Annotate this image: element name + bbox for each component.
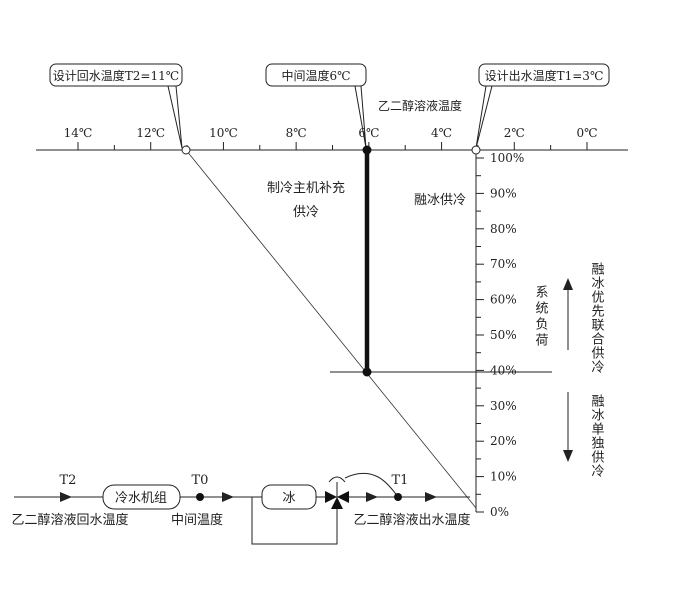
diagonal-load-line (185, 149, 477, 509)
ice-supply-region-label: 融冰供冷 (414, 193, 466, 208)
ice-box (261, 484, 317, 510)
load-tick-label: 60% (490, 293, 517, 307)
valve-icon (331, 497, 343, 509)
valve-icon (325, 491, 337, 503)
callout-mid-temp: 中间温度6℃ (265, 63, 367, 149)
callout-return-temp-text: 设计回水温度T2=11℃ (53, 68, 179, 83)
flow-schematic: T2 T0 T1 冷水机组 冰 乙二醇溶液回水温度 中间温度 乙二醇溶液出水温度 (11, 472, 471, 545)
flow-arrow-icon (425, 492, 437, 502)
temp-tick-label: 12℃ (136, 126, 165, 140)
mid-temp-label: 中间温度 (171, 512, 223, 528)
down-arrow-icon (563, 450, 573, 462)
t0-label: T0 (192, 473, 209, 488)
control-signal-line (344, 472, 399, 498)
ice-label: 冰 (282, 491, 295, 506)
supply-temp-point (471, 145, 481, 155)
ice-only-label: 融冰单独供冷 (589, 394, 605, 478)
ice-priority-label: 融冰优先联合供冷 (589, 262, 605, 374)
load-axis-ticks: 100% 90% 80% 70% 60% 50% 40% 30% 20% 10% 0% (476, 151, 524, 519)
load-tick-label: 70% (490, 257, 517, 271)
callout-return-temp: 设计回水温度T2=11℃ (49, 63, 183, 149)
mid-temp-top-dot (362, 145, 372, 155)
flow-arrow-icon (366, 492, 378, 502)
load-tick-label: 40% (490, 363, 517, 377)
chiller-region-label-2: 供冷 (293, 205, 319, 220)
load-axis-title: 系统负荷 (533, 285, 549, 349)
temp-tick-label: 2℃ (504, 126, 525, 140)
temp-axis-title: 乙二醇溶液温度 (378, 98, 462, 113)
chiller-region-label-1: 制冷主机补充 (267, 180, 345, 196)
return-water-label: 乙二醇溶液回水温度 (11, 512, 128, 528)
flow-arrow-icon (60, 492, 72, 502)
chiller-box (102, 484, 181, 510)
callout-supply-temp: 设计出水温度T1=3℃ (475, 63, 610, 149)
temp-axis-ticks: 14℃ 12℃ 10℃ 8℃ 6℃ 4℃ 2℃ 0℃ (64, 126, 598, 150)
callout-supply-temp-text: 设计出水温度T1=3℃ (485, 68, 604, 83)
temp-tick-label: 10℃ (209, 126, 238, 140)
mid-temp-bottom-dot (362, 367, 372, 377)
temp-tick-label: 14℃ (64, 126, 93, 140)
temp-tick-label: 8℃ (286, 126, 307, 140)
load-tick-label: 10% (490, 470, 517, 484)
valve-actuator-icon (328, 476, 346, 483)
temp-tick-label: 0℃ (576, 126, 597, 140)
load-tick-label: 0% (490, 505, 509, 519)
t1-sensor-dot (394, 493, 402, 501)
supply-water-label: 乙二醇溶液出水温度 (353, 512, 470, 528)
load-tick-label: 20% (490, 434, 517, 448)
temp-tick-label: 6℃ (358, 126, 379, 140)
flow-arrow-icon (222, 492, 234, 502)
up-arrow-icon (563, 278, 573, 290)
valve-icon (337, 491, 349, 503)
load-tick-label: 30% (490, 399, 517, 413)
bypass-line (251, 497, 338, 545)
return-temp-point (181, 145, 191, 155)
load-tick-label: 80% (490, 222, 517, 236)
t1-label: T1 (392, 473, 409, 488)
load-tick-label: 90% (490, 186, 517, 200)
temp-tick-label: 4℃ (431, 126, 452, 140)
callout-mid-temp-text: 中间温度6℃ (281, 68, 350, 83)
load-tick-label: 100% (490, 151, 524, 165)
load-tick-label: 50% (490, 328, 517, 342)
chiller-label: 冷水机组 (115, 491, 167, 506)
t2-label: T2 (60, 473, 77, 488)
t0-sensor-dot (196, 493, 204, 501)
